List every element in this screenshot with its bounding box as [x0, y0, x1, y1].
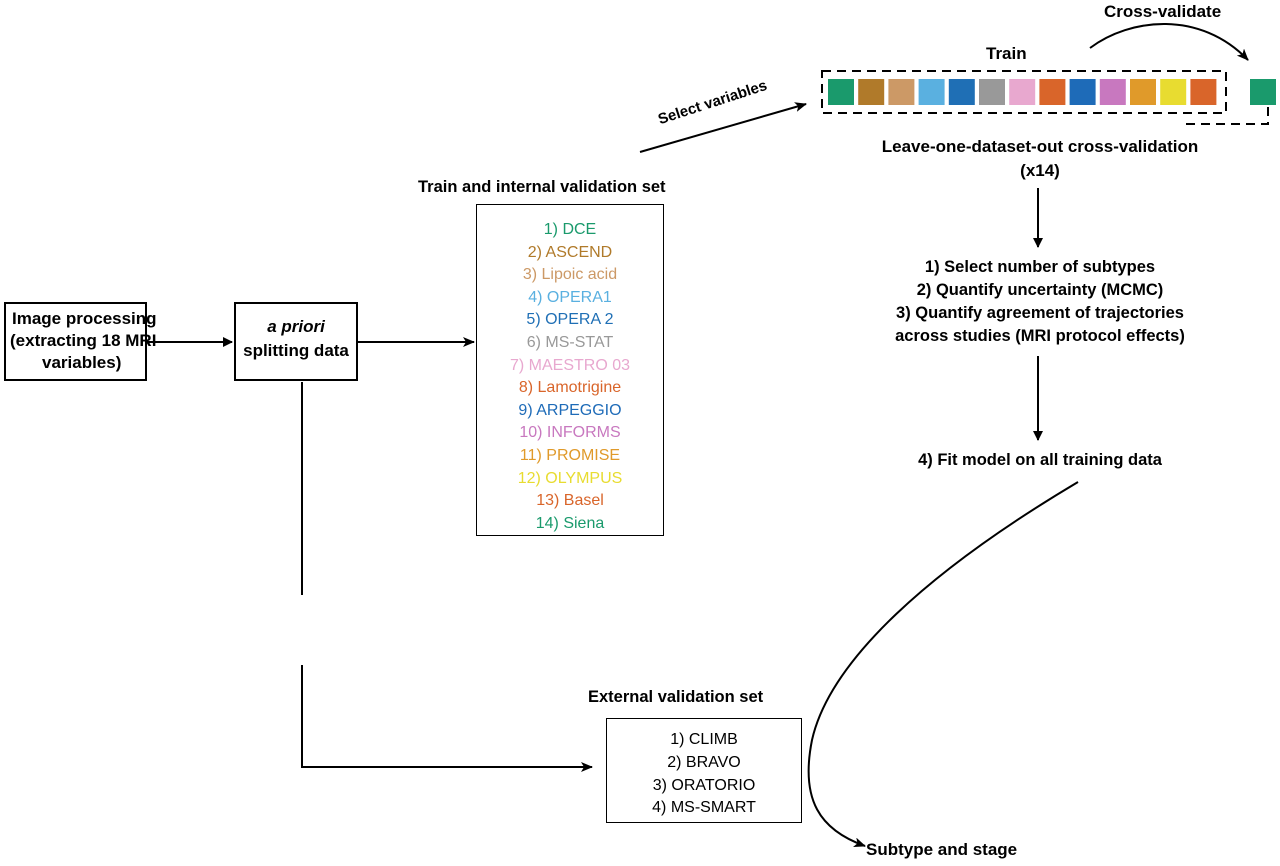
- cv-square: [1130, 79, 1156, 105]
- train-study-item: 8) Lamotrigine: [518, 379, 622, 397]
- image-processing-line3: variables): [42, 353, 122, 372]
- train-study-item: 3) Lipoic acid: [522, 266, 618, 284]
- subtype-stage-label: Subtype and stage: [866, 840, 1018, 859]
- external-study-item: 1) CLIMB: [670, 731, 738, 748]
- cv-square: [1099, 79, 1126, 105]
- cv-square: [888, 79, 915, 105]
- external-set-box: 1) CLIMB 2) BRAVO 3) ORATORIO 4) MS-SMART: [606, 718, 802, 823]
- external-study-item: 4) MS-SMART: [652, 799, 756, 817]
- held-out-dashed-line: [1186, 106, 1269, 125]
- arrow-fit-to-output: [807, 481, 1079, 848]
- cv-title-line2: (x14): [1020, 161, 1060, 180]
- external-study-list: 1) CLIMB 2) BRAVO 3) ORATORIO 4) MS-SMART: [607, 729, 801, 820]
- external-study-item: 2) BRAVO: [667, 753, 741, 771]
- cv-square: [828, 79, 854, 105]
- cv-square: [1160, 79, 1187, 105]
- external-study-item: 3) ORATORIO: [652, 776, 756, 794]
- train-study-item: 12) OLYMPUS: [517, 469, 623, 487]
- splitting-box: a priori splitting data: [234, 302, 358, 381]
- cv-square: [948, 79, 975, 105]
- train-set-title: Train and internal validation set: [418, 178, 666, 196]
- image-processing-box: Image processing (extracting 18 MRI vari…: [4, 302, 157, 381]
- external-set-title: External validation set: [588, 688, 764, 706]
- step-1: 1) Select number of subtypes: [924, 258, 1156, 276]
- cv-square: [1069, 79, 1096, 105]
- train-study-item: 10) INFORMS: [519, 424, 621, 442]
- cv-square: [979, 79, 1005, 105]
- train-study-item: 13) Basel: [536, 492, 604, 510]
- fit-model-label: 4) Fit model on all training data: [918, 451, 1162, 469]
- train-study-item: 2) ASCEND: [527, 243, 613, 261]
- step-2: 2) Quantify uncertainty (MCMC): [916, 281, 1164, 299]
- cv-square: [1039, 79, 1066, 105]
- train-study-item: 9) ARPEGGIO: [518, 401, 622, 419]
- arrow-cross-validate: [1089, 23, 1249, 61]
- train-study-item: 11) PROMISE: [519, 446, 621, 464]
- step-3a: 3) Quantify agreement of trajectories: [896, 304, 1184, 322]
- arrow-split-to-external-lower: [301, 665, 593, 772]
- cv-title: Leave-one-dataset-out cross-validation (…: [840, 135, 1240, 183]
- train-dashed-box: [821, 70, 1227, 114]
- steps-block: 1) Select number of subtypes 2) Quantify…: [840, 256, 1240, 348]
- train-study-item: 4) OPERA1: [528, 288, 612, 306]
- train-set-box: 1) DCE 2) ASCEND 3) Lipoic acid 4) OPERA1 5)…: [476, 204, 664, 536]
- cv-square: [858, 79, 885, 105]
- train-study-list: 1) DCE 2) ASCEND 3) Lipoic acid 4) OPERA1 5)…: [477, 219, 663, 535]
- image-processing-line1: Image processing: [12, 309, 157, 328]
- step-3b: across studies (MRI protocol effects): [895, 327, 1185, 345]
- cv-square: [1190, 79, 1217, 105]
- splitting-data-label: splitting data: [243, 341, 349, 360]
- arrow-select-variables: [639, 102, 807, 153]
- cross-validate-label: Cross-validate: [1104, 2, 1222, 21]
- cv-title-line1: Leave-one-dataset-out cross-validation: [881, 137, 1199, 156]
- train-study-item: 5) OPERA 2: [526, 311, 614, 329]
- train-label: Train: [986, 44, 1027, 63]
- image-processing-line2: (extracting 18 MRI: [10, 331, 157, 350]
- train-study-item: 1) DCE: [543, 221, 597, 238]
- held-out-square: [1250, 79, 1276, 105]
- train-study-item: 6) MS-STAT: [526, 333, 614, 351]
- train-study-item: 14) Siena: [535, 514, 605, 532]
- a-priori-label: a priori: [267, 317, 325, 336]
- train-study-item: 7) MAESTRO 03: [509, 356, 631, 374]
- cv-squares: [828, 79, 1217, 105]
- cv-square: [918, 79, 945, 105]
- cv-square: [1009, 79, 1036, 105]
